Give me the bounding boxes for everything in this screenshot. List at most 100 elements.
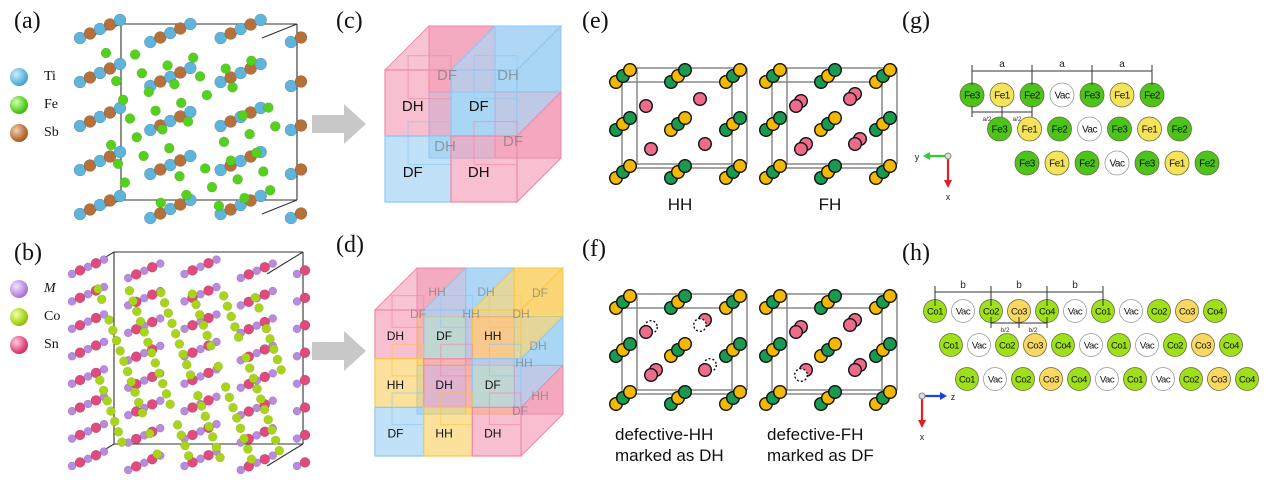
domain-cell bbox=[471, 406, 522, 457]
atom bbox=[270, 435, 281, 446]
atom bbox=[93, 198, 107, 212]
atom bbox=[623, 158, 638, 173]
cell-edge bbox=[266, 251, 304, 275]
atom bbox=[137, 408, 148, 418]
atom bbox=[252, 348, 261, 358]
site-circle bbox=[1179, 367, 1203, 391]
site-label: Vac bbox=[1140, 340, 1155, 351]
atom bbox=[226, 311, 236, 322]
atom bbox=[169, 78, 180, 90]
atom bbox=[698, 363, 713, 378]
lattice-label: b bbox=[1016, 280, 1022, 291]
atom bbox=[74, 402, 86, 413]
site-circle bbox=[1051, 333, 1075, 357]
site-label: Vac bbox=[1084, 340, 1099, 351]
atom bbox=[193, 390, 203, 401]
site-circle bbox=[987, 116, 1012, 142]
atom bbox=[154, 31, 167, 44]
site-label: Fe1 bbox=[994, 91, 1011, 102]
atom bbox=[214, 75, 227, 89]
atom bbox=[90, 340, 102, 351]
atom bbox=[140, 458, 149, 468]
site-label: Vac bbox=[1055, 91, 1070, 102]
site-label: Vac bbox=[956, 306, 971, 317]
atom bbox=[222, 301, 233, 311]
atom bbox=[263, 102, 274, 113]
axis-origin bbox=[944, 152, 952, 160]
domain-label-back: DF bbox=[532, 286, 548, 300]
atom bbox=[218, 136, 230, 148]
atom bbox=[202, 330, 212, 341]
sb-atom-icon bbox=[10, 124, 28, 142]
site-label: Co3 bbox=[1027, 340, 1043, 351]
caption-line: marked as DH bbox=[615, 446, 724, 465]
atom bbox=[67, 297, 77, 306]
site-circle bbox=[1123, 367, 1147, 391]
atom bbox=[90, 395, 102, 406]
atom bbox=[299, 265, 311, 276]
atom bbox=[733, 289, 748, 304]
atom bbox=[250, 292, 260, 303]
atom bbox=[623, 289, 638, 304]
atom bbox=[206, 181, 218, 193]
atom bbox=[161, 389, 172, 399]
atom bbox=[156, 396, 165, 405]
atom bbox=[124, 328, 133, 338]
atom bbox=[843, 318, 858, 333]
atom bbox=[184, 149, 197, 163]
domain-label: DH bbox=[402, 98, 424, 115]
atom bbox=[74, 347, 86, 358]
atom bbox=[163, 308, 174, 318]
atom bbox=[74, 457, 86, 468]
half-lattice-label: a/2 bbox=[982, 116, 991, 123]
atom bbox=[90, 449, 102, 461]
atom bbox=[178, 349, 188, 360]
site-label: Co4 bbox=[1223, 340, 1239, 351]
atom bbox=[883, 158, 898, 173]
atom bbox=[99, 365, 109, 374]
atom bbox=[174, 339, 185, 349]
domain-cell bbox=[450, 135, 518, 203]
domain-label-back: HH bbox=[515, 356, 532, 370]
site-label: Fe1 bbox=[1142, 125, 1159, 136]
domain-inner-edge bbox=[488, 295, 522, 328]
atom bbox=[843, 91, 858, 106]
atom bbox=[251, 147, 262, 159]
atom bbox=[294, 75, 308, 88]
atom bbox=[109, 416, 120, 427]
atom bbox=[204, 421, 214, 432]
domain-label-back: HH bbox=[531, 389, 548, 403]
atom bbox=[67, 434, 77, 443]
atom bbox=[219, 291, 229, 301]
atom bbox=[95, 375, 105, 385]
atom bbox=[131, 433, 142, 445]
atom bbox=[236, 301, 245, 310]
atom bbox=[215, 452, 225, 463]
atom bbox=[789, 325, 804, 340]
domain-label: DH bbox=[387, 329, 404, 343]
domain-inner-edge bbox=[473, 121, 518, 166]
atom bbox=[263, 415, 273, 425]
atom bbox=[96, 294, 107, 305]
atom bbox=[828, 63, 843, 78]
atom bbox=[883, 110, 898, 125]
atom bbox=[284, 211, 298, 225]
atom bbox=[199, 163, 211, 174]
atom bbox=[259, 371, 270, 383]
right-arrow-icon bbox=[312, 104, 366, 144]
atom bbox=[259, 261, 270, 273]
atom bbox=[93, 154, 107, 168]
domain-label-back: DF bbox=[503, 133, 523, 150]
atom bbox=[206, 341, 216, 351]
axis-label: z bbox=[951, 392, 956, 402]
site-circle bbox=[1107, 116, 1132, 142]
domain-label: DF bbox=[387, 427, 403, 441]
atom bbox=[112, 158, 124, 169]
site-label: Co1 bbox=[943, 340, 959, 351]
site-circle bbox=[1109, 82, 1135, 108]
atom bbox=[180, 461, 189, 471]
axis-indicator: zx bbox=[918, 392, 956, 442]
